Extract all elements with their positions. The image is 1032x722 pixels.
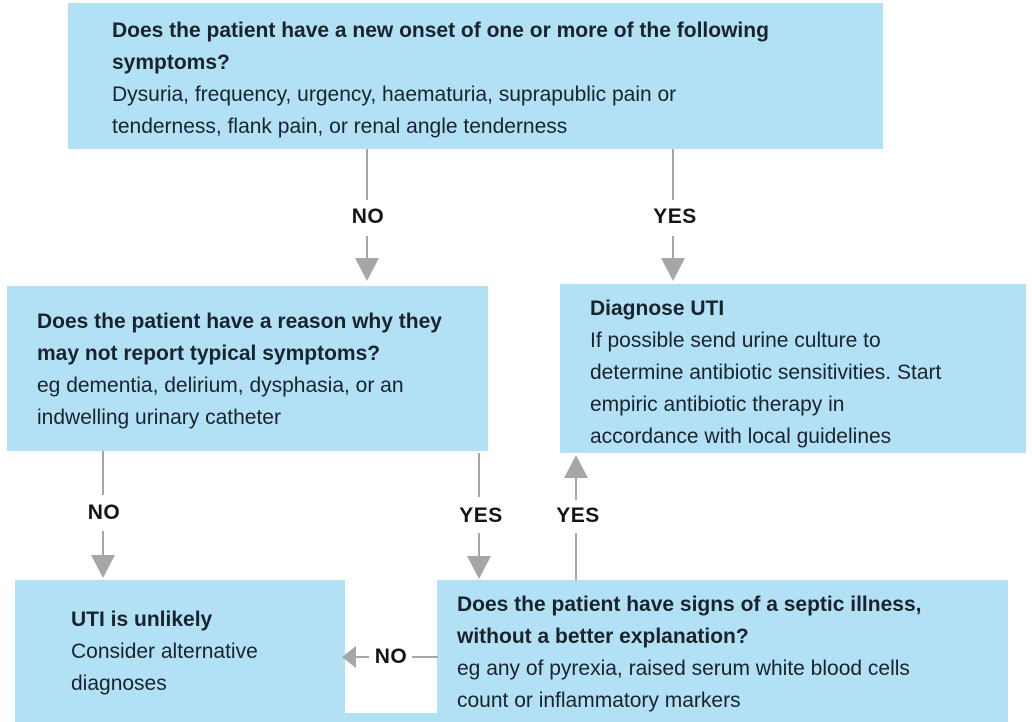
- edge-line: [412, 656, 438, 658]
- node-body: eg dementia, delirium, dysphasia, or an …: [37, 374, 404, 429]
- edge-line: [366, 236, 368, 258]
- down-arrowhead-icon: [661, 258, 685, 281]
- node-body: Dysuria, frequency, urgency, haematuria,…: [112, 83, 677, 138]
- up-arrowhead-icon: [564, 455, 588, 478]
- node-title: Does the patient have a reason why they …: [37, 310, 442, 365]
- left-arrowhead-icon: [342, 646, 356, 668]
- node-title: Does the patient have signs of a septic …: [457, 593, 922, 648]
- node-atypical-reason: Does the patient have a reason why they …: [7, 286, 488, 451]
- edge-label-no: NO: [351, 205, 385, 228]
- down-arrowhead-icon: [467, 556, 491, 579]
- edge-line: [478, 453, 480, 497]
- edge-line: [672, 149, 674, 200]
- node-uti-unlikely: UTI is unlikely Consider alternative dia…: [15, 580, 345, 722]
- edge-label-no: NO: [374, 645, 408, 668]
- node-title: Diagnose UTI: [590, 297, 725, 320]
- edge-line: [478, 533, 480, 556]
- edge-line: [366, 149, 368, 200]
- node-title: Does the patient have a new onset of one…: [112, 19, 769, 74]
- node-title: UTI is unlikely: [71, 608, 213, 631]
- edge-label-yes: YES: [459, 504, 503, 527]
- edge-line: [355, 656, 369, 658]
- edge-label-yes: YES: [653, 205, 697, 228]
- node-septic-illness: Does the patient have signs of a septic …: [437, 580, 1008, 722]
- edge-line: [575, 533, 577, 580]
- node-diagnose-uti: Diagnose UTI If possible send urine cult…: [560, 284, 1026, 453]
- node-symptom-onset: Does the patient have a new onset of one…: [68, 3, 883, 149]
- edge-line: [102, 451, 104, 495]
- node-body: Consider alternative diagnoses: [71, 640, 258, 695]
- edge-label-no: NO: [87, 501, 121, 524]
- edge-line: [672, 236, 674, 258]
- edge-line: [575, 478, 577, 500]
- down-arrowhead-icon: [91, 555, 115, 578]
- edge-label-yes: YES: [556, 504, 600, 527]
- edge-line: [102, 531, 104, 555]
- node-body: If possible send urine culture to determ…: [590, 329, 942, 448]
- down-arrowhead-icon: [355, 258, 379, 281]
- node-body: eg any of pyrexia, raised serum white bl…: [457, 657, 910, 712]
